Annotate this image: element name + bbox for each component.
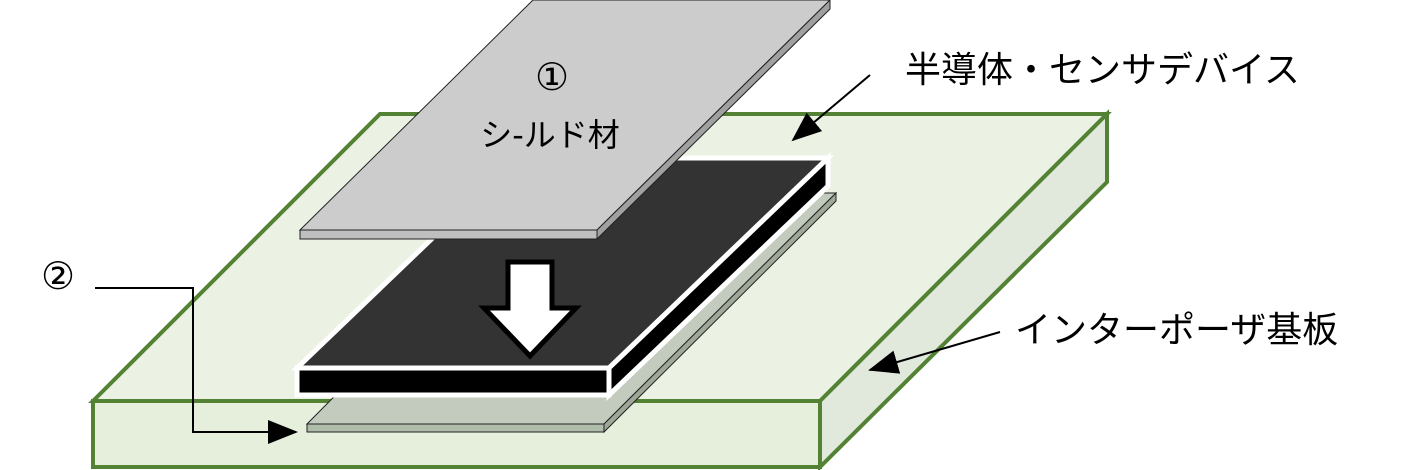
chip-front-face bbox=[294, 365, 612, 398]
interposer-leader-arrow bbox=[868, 331, 1001, 374]
shield-number-label: ① bbox=[535, 55, 569, 99]
device-leader-arrow bbox=[791, 74, 871, 142]
device-label: 半導体・センサデバイス bbox=[905, 50, 1300, 91]
sheet-leader-arrow bbox=[95, 287, 298, 444]
shield-name-label: シ-ルド材 bbox=[480, 116, 620, 154]
semiconductor-chip bbox=[290, 152, 835, 401]
down-arrow-icon bbox=[478, 259, 582, 360]
shield-front-face bbox=[299, 229, 598, 240]
sheet-front-face bbox=[306, 423, 605, 433]
sheet-number-label: ② bbox=[41, 254, 75, 298]
shield-plate bbox=[298, 0, 831, 241]
interposer-label: インターポーザ基板 bbox=[1015, 310, 1338, 351]
